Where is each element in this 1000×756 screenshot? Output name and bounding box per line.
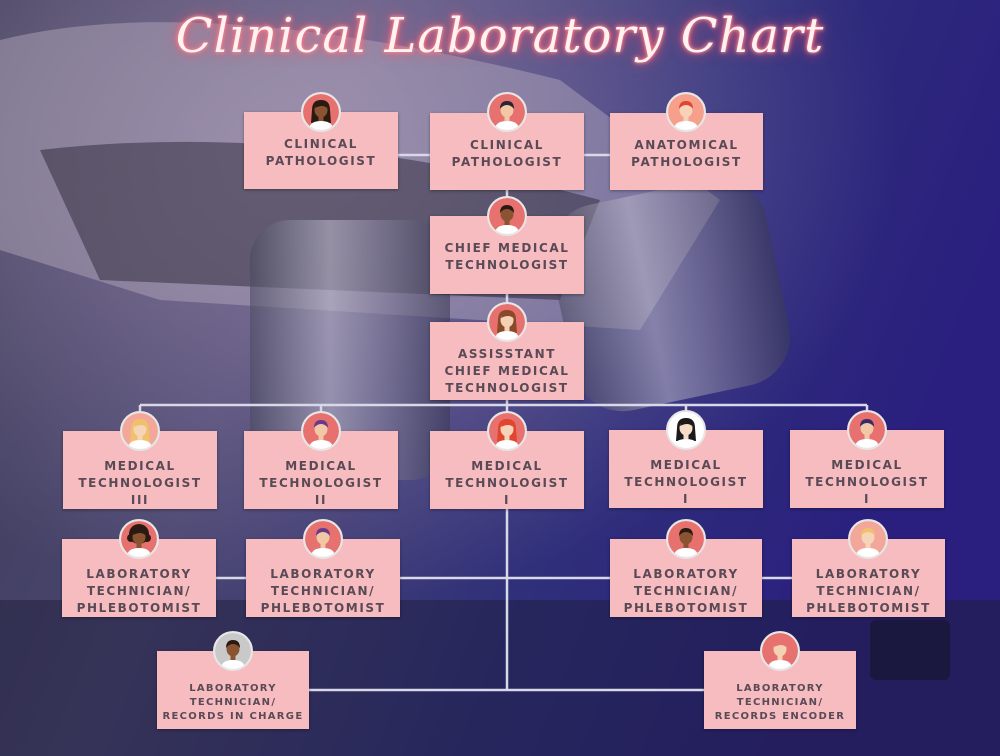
- person-icon: [668, 94, 704, 130]
- node-medical-technologist-1b: MEDICAL TECHNOLOGIST I: [609, 410, 763, 508]
- node-label: LABORATORY TECHNICIAN/ RECORDS ENCODER: [714, 683, 846, 722]
- avatar-icon: [120, 411, 160, 451]
- person-icon: [850, 521, 886, 557]
- node-label: LABORATORY TECHNICIAN/ PHLEBOTOMIST: [260, 567, 386, 615]
- node-laboratory-technician-phlebotomist-1: LABORATORY TECHNICIAN/ PHLEBOTOMIST: [62, 519, 216, 617]
- node-medical-technologist-3: MEDICAL TECHNOLOGIST III: [63, 411, 217, 509]
- avatar-icon: [301, 411, 341, 451]
- node-assistant-chief-medical-technologist: ASSISSTANT CHIEF MEDICAL TECHNOLOGIST: [430, 302, 584, 400]
- node-anatomical-pathologist: ANATOMICAL PATHOLOGIST: [610, 92, 763, 190]
- node-label: MEDICAL TECHNOLOGIST I: [624, 458, 748, 506]
- person-icon: [668, 521, 704, 557]
- avatar-icon: [487, 92, 527, 132]
- person-icon: [489, 304, 525, 340]
- person-icon: [215, 633, 251, 669]
- node-label: MEDICAL TECHNOLOGIST I: [445, 459, 569, 507]
- node-laboratory-technician-phlebotomist-4: LABORATORY TECHNICIAN/ PHLEBOTOMIST: [792, 519, 945, 617]
- person-icon: [121, 521, 157, 557]
- person-icon: [489, 94, 525, 130]
- node-label: ASSISSTANT CHIEF MEDICAL TECHNOLOGIST: [444, 347, 570, 395]
- avatar-icon: [303, 519, 343, 559]
- node-medical-technologist-1c: MEDICAL TECHNOLOGIST I: [790, 410, 944, 508]
- node-label: LABORATORY TECHNICIAN/ PHLEBOTOMIST: [76, 567, 202, 615]
- avatar-icon: [760, 631, 800, 671]
- person-icon: [762, 633, 798, 669]
- avatar-icon: [213, 631, 253, 671]
- person-icon: [122, 413, 158, 449]
- node-chief-medical-technologist: CHIEF MEDICAL TECHNOLOGIST: [430, 196, 584, 294]
- node-medical-technologist-2: MEDICAL TECHNOLOGIST II: [244, 411, 398, 509]
- person-icon: [489, 198, 525, 234]
- node-label: MEDICAL TECHNOLOGIST II: [259, 459, 383, 507]
- node-clinical-pathologist-1: CLINICAL PATHOLOGIST: [244, 92, 398, 189]
- node-label: CLINICAL PATHOLOGIST: [265, 137, 377, 168]
- node-medical-technologist-1a: MEDICAL TECHNOLOGIST I: [430, 411, 584, 509]
- avatar-icon: [487, 196, 527, 236]
- chart-title: Clinical Laboratory Chart: [175, 8, 825, 64]
- person-icon: [303, 94, 339, 130]
- node-clinical-pathologist-2: CLINICAL PATHOLOGIST: [430, 92, 584, 190]
- avatar-icon: [487, 302, 527, 342]
- avatar-icon: [119, 519, 159, 559]
- node-label: CLINICAL PATHOLOGIST: [451, 138, 563, 169]
- node-label: LABORATORY TECHNICIAN/ PHLEBOTOMIST: [806, 567, 931, 615]
- person-icon: [849, 412, 885, 448]
- node-laboratory-technician-records-in-charge: LABORATORY TECHNICIAN/ RECORDS IN CHARGE: [157, 631, 309, 729]
- node-laboratory-technician-phlebotomist-2: LABORATORY TECHNICIAN/ PHLEBOTOMIST: [246, 519, 400, 617]
- avatar-icon: [666, 410, 706, 450]
- node-label: LABORATORY TECHNICIAN/ RECORDS IN CHARGE: [162, 683, 304, 722]
- person-icon: [668, 412, 704, 448]
- person-icon: [303, 413, 339, 449]
- avatar-icon: [666, 92, 706, 132]
- node-label: CHIEF MEDICAL TECHNOLOGIST: [444, 241, 570, 272]
- avatar-icon: [847, 410, 887, 450]
- avatar-icon: [301, 92, 341, 132]
- node-label: MEDICAL TECHNOLOGIST III: [78, 459, 202, 507]
- person-icon: [489, 413, 525, 449]
- node-laboratory-technician-phlebotomist-3: LABORATORY TECHNICIAN/ PHLEBOTOMIST: [610, 519, 762, 617]
- node-label: MEDICAL TECHNOLOGIST I: [805, 458, 929, 506]
- avatar-icon: [487, 411, 527, 451]
- node-laboratory-technician-records-encoder: LABORATORY TECHNICIAN/ RECORDS ENCODER: [704, 631, 856, 729]
- person-icon: [305, 521, 341, 557]
- avatar-icon: [666, 519, 706, 559]
- node-label: LABORATORY TECHNICIAN/ PHLEBOTOMIST: [623, 567, 749, 615]
- avatar-icon: [848, 519, 888, 559]
- node-label: ANATOMICAL PATHOLOGIST: [631, 138, 742, 169]
